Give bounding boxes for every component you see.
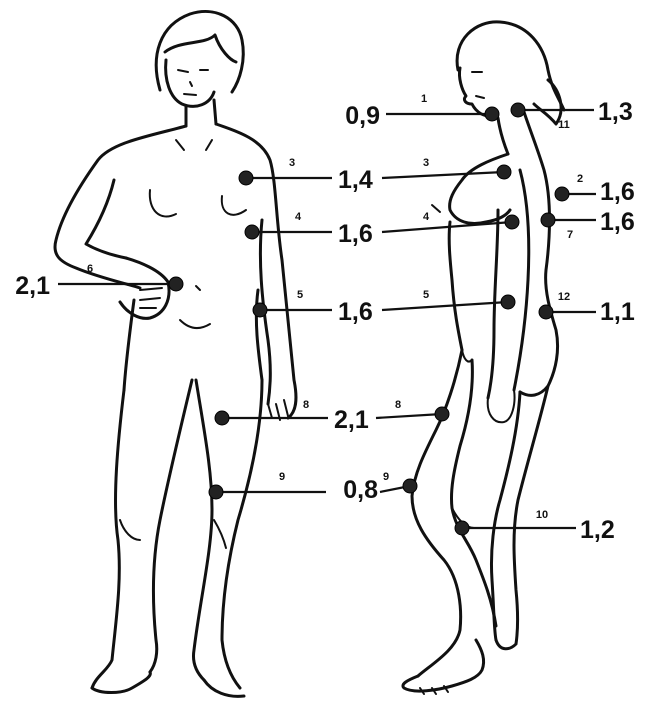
- measurement-value: 1,3: [598, 98, 633, 126]
- measurement-value: 1,6: [600, 178, 635, 206]
- point-number: 7: [567, 229, 573, 241]
- measurement-value: 1,6: [600, 208, 635, 236]
- measurement-value: 2,1: [334, 406, 369, 434]
- measurement-point: [245, 225, 259, 239]
- point-number: 3: [423, 157, 429, 169]
- leader-line: [382, 222, 512, 232]
- measurement-value: 0,8: [343, 476, 378, 504]
- measurement-value: 1,2: [580, 516, 615, 544]
- measurement-point: [511, 103, 525, 117]
- measurement-point: [497, 165, 511, 179]
- measurement-value: 1,6: [338, 220, 373, 248]
- measurement-point: [209, 485, 223, 499]
- point-number: 2: [577, 173, 583, 185]
- leader-line: [376, 414, 442, 418]
- point-number: 9: [383, 471, 389, 483]
- point-number: 8: [395, 399, 401, 411]
- measurement-point: [435, 407, 449, 421]
- point-number: 1: [421, 93, 427, 105]
- point-number: 11: [558, 119, 570, 131]
- measurement-point: [555, 187, 569, 201]
- measurement-value: 1,1: [600, 298, 635, 326]
- measurement-point: [539, 305, 553, 319]
- point-number: 8: [303, 399, 309, 411]
- measurement-point: [403, 479, 417, 493]
- point-number: 5: [297, 289, 303, 301]
- measurement-value: 1,6: [338, 298, 373, 326]
- point-number: 6: [87, 263, 93, 275]
- measurement-point: [541, 213, 555, 227]
- measurement-point: [253, 303, 267, 317]
- point-number: 3: [289, 157, 295, 169]
- leader-line: [382, 302, 508, 310]
- measurement-value: 0,9: [345, 102, 380, 130]
- measurement-point: [169, 277, 183, 291]
- side-view-figure: [403, 22, 564, 694]
- point-number: 10: [536, 509, 548, 521]
- measurement-point: [455, 521, 469, 535]
- point-number: 5: [423, 289, 429, 301]
- measurement-point: [485, 107, 499, 121]
- measurement-value: 2,1: [15, 272, 50, 300]
- measurement-point: [215, 411, 229, 425]
- measurement-point: [239, 171, 253, 185]
- point-number: 9: [279, 471, 285, 483]
- leader-line: [382, 172, 504, 178]
- front-view-figure: [55, 12, 296, 697]
- measurement-point: [505, 215, 519, 229]
- point-number: 12: [558, 291, 570, 303]
- point-number: 4: [295, 211, 302, 223]
- measurement-value: 1,4: [338, 166, 373, 194]
- measurement-point: [501, 295, 515, 309]
- point-number: 4: [423, 211, 430, 223]
